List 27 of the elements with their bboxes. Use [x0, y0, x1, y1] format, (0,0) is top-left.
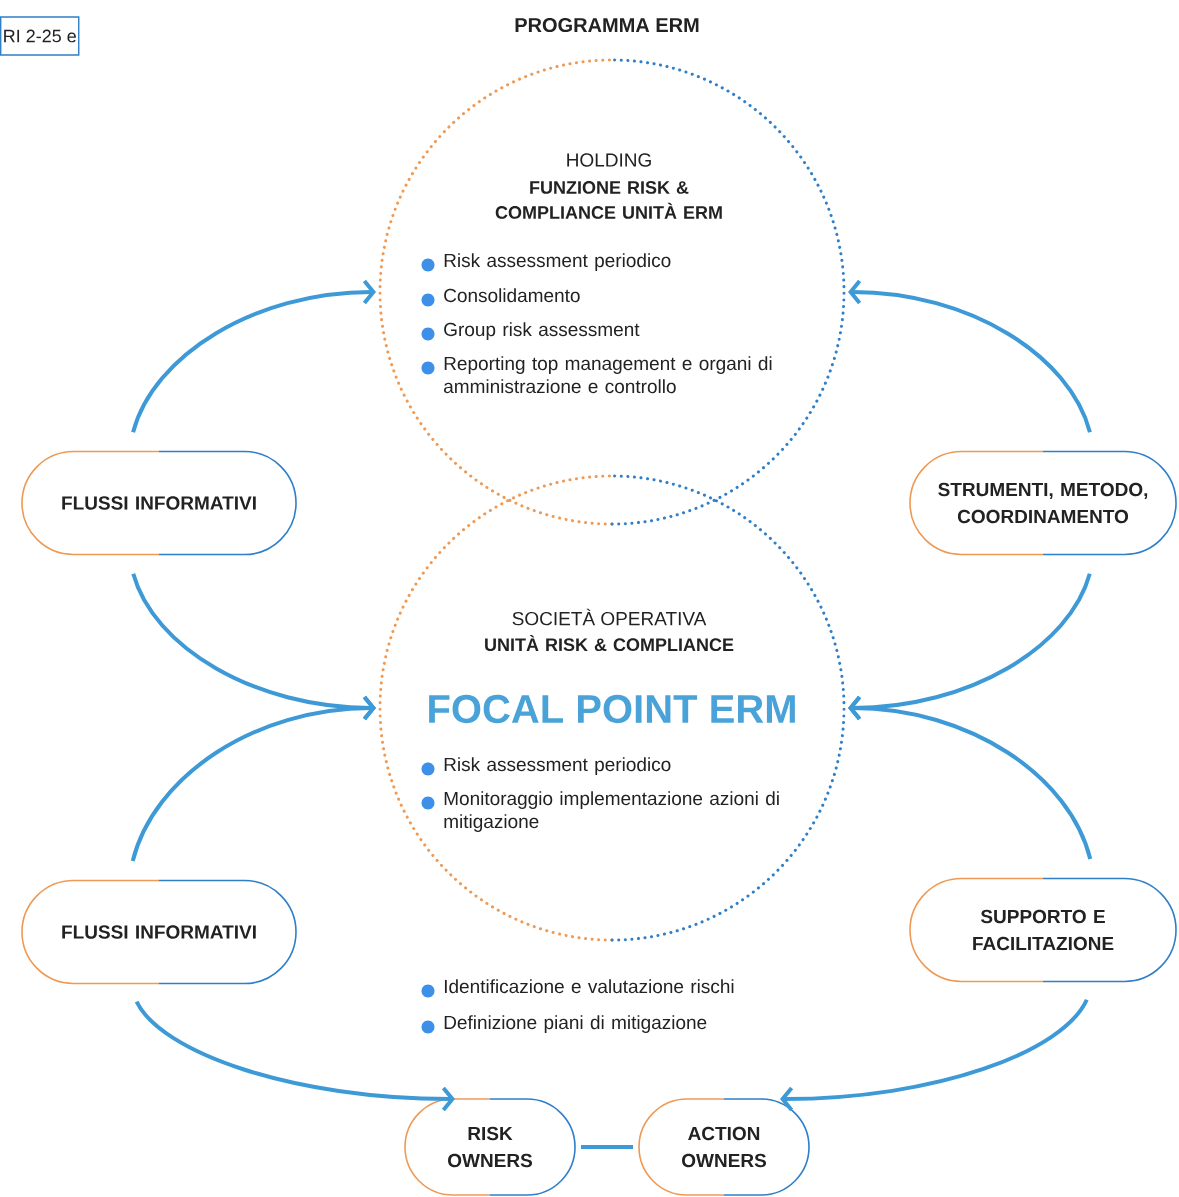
bullet-item: Risk assessment periodico — [421, 757, 671, 776]
rounded-box: FLUSSI INFORMATIVI — [21, 450, 297, 556]
bullet-item: Monitoraggio implementazione azioni di mitigazione — [421, 791, 779, 832]
bullet-item: Group risk assessment — [421, 322, 640, 341]
bullet-item: Reporting top management e organi di amministrazione e controllo — [421, 356, 772, 394]
arrow — [780, 998, 1089, 1112]
bullet-item: Consolidamento — [421, 288, 580, 307]
heading: FUNZIONE RISK & COMPLIANCE UNITÀ ERM — [495, 181, 722, 219]
arrow — [130, 695, 376, 862]
rounded-box: STRUMENTI, METODO, COORDINAMENTO — [909, 450, 1177, 556]
heading: SOCIETÀ OPERATIVA — [512, 608, 707, 626]
title-text: FOCAL POINT ERM — [429, 694, 795, 724]
heading: HOLDING — [567, 153, 651, 167]
rounded-box: FLUSSI INFORMATIVI — [21, 879, 297, 985]
arrow — [848, 695, 1093, 860]
rounded-box: RISK OWNERS — [404, 1098, 576, 1196]
heading: UNITÀ RISK & COMPLIANCE — [485, 634, 734, 652]
arrow — [131, 279, 376, 433]
bullet-item: Risk assessment periodico — [421, 253, 671, 272]
bullet-item: Identificazione e valutazione rischi — [421, 979, 734, 998]
bullet-item: Definizione piani di mitigazione — [421, 1015, 707, 1034]
arrow — [848, 279, 1092, 433]
arrow — [134, 1000, 455, 1112]
title: PROGRAMMA ERM — [515, 17, 699, 33]
rounded-box: ACTION OWNERS — [638, 1098, 810, 1196]
tag-box: RI 2-25 e — [0, 16, 80, 56]
rounded-box: SUPPORTO E FACILITAZIONE — [909, 877, 1177, 983]
